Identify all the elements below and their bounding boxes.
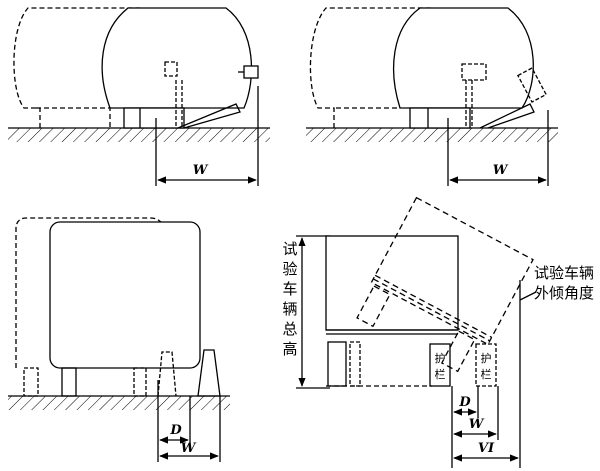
wheel-dashed <box>349 341 361 387</box>
svg-text:验: 验 <box>282 260 297 278</box>
w-label-panel2: W <box>493 163 509 178</box>
panel-bottom-left <box>8 217 230 462</box>
svg-text:总: 总 <box>282 320 297 338</box>
d-label-panel3: D <box>169 423 182 438</box>
guard-post-dashed <box>157 351 177 397</box>
svg-text:辆: 辆 <box>282 300 297 318</box>
svg-text:试: 试 <box>282 240 297 258</box>
vehicle-body <box>49 221 201 369</box>
w-label-panel4: W <box>469 417 485 432</box>
svg-text:车: 车 <box>282 280 297 298</box>
ground-hatch <box>8 128 270 142</box>
fixture-tilted <box>517 67 547 103</box>
vehicle-height-label: 试 验 车 辆 总 高 <box>282 240 297 358</box>
leg <box>133 367 147 397</box>
vehicle-body <box>392 7 534 109</box>
wheel <box>327 341 347 387</box>
chassis-dashed <box>36 107 111 128</box>
vehicle-body <box>101 7 253 109</box>
wheel-dashed <box>164 61 178 77</box>
guardrail-1-label-top: 护 <box>435 351 446 365</box>
tilt-angle-label-line1: 试验车辆 <box>534 264 594 282</box>
ramp <box>177 103 241 129</box>
w-label-panel1: W <box>193 163 209 178</box>
ramp <box>479 103 535 129</box>
ground-hatch <box>306 128 558 142</box>
vehicle-chassis <box>123 107 185 129</box>
guard-post <box>197 349 221 397</box>
panel-bottom-right <box>296 196 537 468</box>
vehicle-body <box>325 235 459 331</box>
tilt-angle-label-line2: 外倾角度 <box>534 284 594 302</box>
guardrail-2 <box>475 343 497 387</box>
fixture-square <box>243 65 259 79</box>
leg <box>61 367 77 397</box>
ground-hatch <box>8 396 230 410</box>
guardrail-1-label-bottom: 栏 <box>435 367 446 381</box>
panel-top-right <box>306 7 558 186</box>
svg-text:高: 高 <box>282 340 297 358</box>
d-label-panel4: D <box>458 395 471 410</box>
wheel-dashed <box>461 63 487 81</box>
vi-label-panel4: VI <box>478 441 495 456</box>
w-label-panel3: W <box>181 441 197 456</box>
panel-top-left <box>8 7 270 186</box>
leg-dashed <box>23 367 39 397</box>
vehicle-chassis <box>409 107 471 129</box>
guardrail-1 <box>429 343 451 387</box>
guardrail-2-label-bottom: 栏 <box>481 367 492 381</box>
guardrail-2-label-top: 护 <box>481 351 492 365</box>
